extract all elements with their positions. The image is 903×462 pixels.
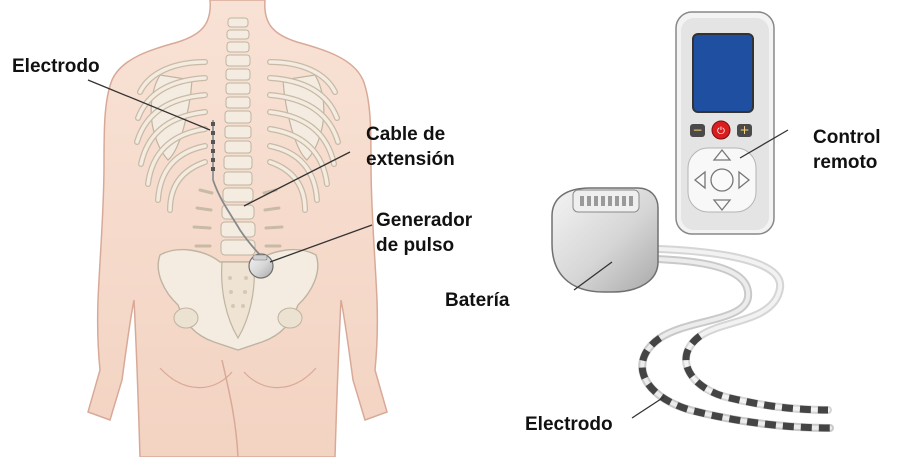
implanted-pulse-generator — [249, 254, 273, 278]
electrode-contacts — [642, 336, 830, 428]
power-icon: ⏻ — [717, 126, 725, 137]
plus-icon: + — [739, 123, 749, 137]
left-hip-joint — [174, 308, 198, 328]
remote-control-device: − ⏻ + — [676, 12, 774, 234]
label-remote-control: Control remoto — [813, 125, 881, 175]
remote-ok-button — [711, 169, 733, 191]
leader-electrode-device — [632, 397, 664, 418]
minus-icon: − — [692, 123, 702, 137]
label-battery: Batería — [445, 288, 509, 313]
label-electrode-body: Electrodo — [12, 54, 100, 79]
remote-screen — [693, 34, 753, 112]
label-electrode-device: Electrodo — [525, 412, 613, 437]
label-pulse-generator: Generador de pulso — [376, 208, 472, 258]
label-extension-cable: Cable de extensión — [366, 122, 455, 172]
human-back-figure — [88, 0, 387, 457]
right-hip-joint — [278, 308, 302, 328]
pulse-generator-device — [552, 188, 658, 292]
